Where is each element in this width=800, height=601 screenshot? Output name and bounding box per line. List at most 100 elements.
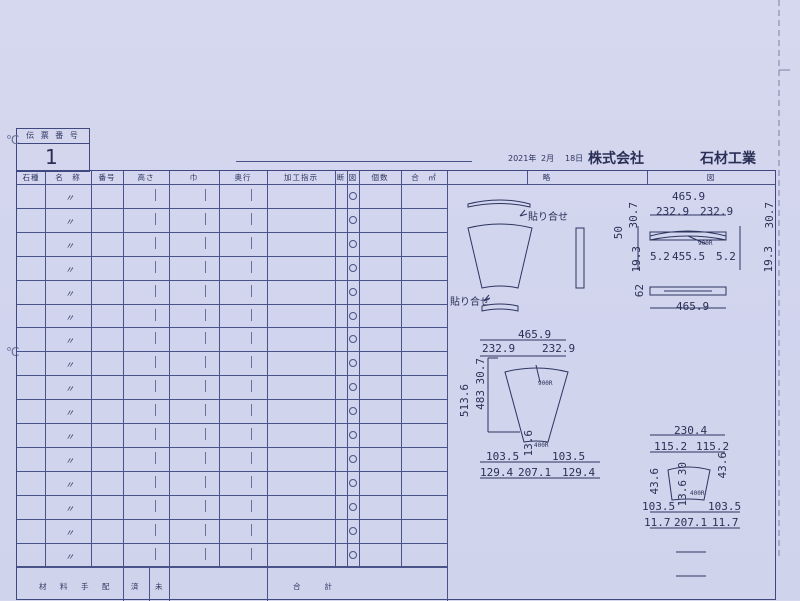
col-height: 高さ xyxy=(137,173,155,182)
decimal-marker xyxy=(251,260,252,273)
row-name-ditto[interactable]: 〃 xyxy=(65,194,75,204)
fig1-bottom-h: 62 xyxy=(633,284,646,298)
date-year: 2021年 xyxy=(508,154,537,163)
row-divider xyxy=(17,423,447,424)
decimal-marker xyxy=(205,236,206,249)
decimal-marker xyxy=(205,332,206,345)
fig2-right1: 103.5 xyxy=(552,450,586,463)
decimal-marker xyxy=(205,380,206,393)
fig1-right-v2: 19.3 xyxy=(762,246,775,273)
row-name-ditto[interactable]: 〃 xyxy=(65,409,75,420)
row-divider xyxy=(17,566,447,568)
row-name-ditto[interactable]: 〃 xyxy=(65,456,75,467)
cross-section-circle-icon xyxy=(349,192,357,200)
row-divider xyxy=(17,542,447,544)
col-sketch: 略 xyxy=(542,173,552,182)
decimal-marker xyxy=(155,284,156,297)
decimal-marker xyxy=(251,284,252,297)
cross-section-circle-icon xyxy=(349,311,357,320)
fig3-right1: 103.5 xyxy=(708,500,742,513)
cross-section-circle-icon xyxy=(349,263,357,272)
row-divider xyxy=(17,303,447,305)
decimal-marker xyxy=(205,451,206,464)
cross-section-circle-icon xyxy=(349,287,357,296)
decimal-marker xyxy=(205,475,206,488)
cross-section-circle-icon xyxy=(349,383,357,392)
row-divider xyxy=(17,375,447,377)
row-name-ditto[interactable]: 〃 xyxy=(65,361,75,372)
decimal-marker xyxy=(155,356,156,369)
row-name-ditto[interactable]: 〃 xyxy=(65,217,75,228)
row-name-ditto[interactable]: 〃 xyxy=(65,313,75,324)
row-name-ditto[interactable]: 〃 xyxy=(65,504,75,515)
cross-section-circle-icon xyxy=(349,431,357,439)
row-name-ditto[interactable]: 〃 xyxy=(65,552,75,563)
col-cross-section: 断 図 xyxy=(336,173,358,182)
col-total: 合 ㎡ xyxy=(411,173,437,182)
fig3-top-total: 230.4 xyxy=(674,424,708,437)
slip-number-box: 伝 票 番 号 1 xyxy=(16,128,90,172)
row-divider xyxy=(17,399,447,401)
col-drawing: 図 xyxy=(706,173,716,182)
company-name: 石材工業 xyxy=(700,151,756,167)
sum-label: 合 計 xyxy=(293,582,335,591)
fig3-v-left: 43.6 xyxy=(648,468,661,495)
fig3-v-small: 13.6 xyxy=(676,480,689,507)
row-name-ditto[interactable]: 〃 xyxy=(65,337,75,348)
decimal-marker xyxy=(251,451,252,464)
row-name-ditto[interactable]: 〃 xyxy=(65,289,75,300)
decimal-marker xyxy=(155,380,156,393)
cross-section-circle-icon xyxy=(349,478,357,487)
decimal-marker xyxy=(251,308,252,321)
decimal-marker xyxy=(205,428,206,440)
col-name: 名 称 xyxy=(55,173,81,182)
decimal-marker xyxy=(205,356,206,369)
decimal-marker xyxy=(155,212,156,225)
decimal-marker xyxy=(155,189,156,201)
decimal-marker xyxy=(251,236,252,249)
fig1-mid: 5.2 xyxy=(650,250,670,263)
row-name-ditto[interactable]: 〃 xyxy=(65,241,75,252)
paste-label-bottom: 貼り合せ xyxy=(450,297,490,308)
fig3-b-right: 11.7 xyxy=(712,516,739,529)
decimal-marker xyxy=(155,308,156,321)
binder-ring-icon: ℃ xyxy=(6,133,20,147)
fig3-radius: 400R xyxy=(690,490,705,497)
row-name-ditto[interactable]: 〃 xyxy=(65,528,75,539)
row-name-ditto[interactable]: 〃 xyxy=(65,433,75,443)
slip-number-value[interactable]: 1 xyxy=(45,145,58,169)
cross-section-circle-icon xyxy=(349,239,357,248)
decimal-marker xyxy=(155,332,156,345)
company-suffix: 株式会社 xyxy=(588,151,644,167)
decimal-marker xyxy=(205,547,206,560)
fig2-top-total: 465.9 xyxy=(518,328,552,341)
decimal-marker xyxy=(155,475,156,488)
cross-section-circle-icon xyxy=(349,502,357,511)
decimal-marker xyxy=(251,404,252,417)
fig1-mid-right: 5.2 xyxy=(716,250,736,263)
cross-section-circle-icon xyxy=(349,454,357,463)
not-done-label[interactable]: 未 xyxy=(155,582,166,591)
fig1-bottom-total: 465.9 xyxy=(676,300,710,313)
decimal-marker xyxy=(251,523,252,536)
cross-section-circle-icon xyxy=(349,526,357,535)
row-name-ditto[interactable]: 〃 xyxy=(65,480,75,491)
row-divider xyxy=(17,470,447,472)
done-label[interactable]: 済 xyxy=(131,582,142,591)
decimal-marker xyxy=(251,475,252,488)
row-divider xyxy=(17,518,447,520)
decimal-marker xyxy=(155,260,156,273)
fig1-height: 50 xyxy=(612,226,625,240)
row-divider xyxy=(17,494,447,496)
decimal-marker xyxy=(205,189,206,201)
row-name-ditto[interactable]: 〃 xyxy=(65,265,75,276)
fig1-radius: 900R xyxy=(698,240,713,247)
row-name-ditto[interactable]: 〃 xyxy=(65,385,75,396)
fig2-b-left: 129.4 xyxy=(480,466,514,479)
fig1-right-v1: 30.7 xyxy=(763,202,776,229)
fig2-radius-bottom: 400R xyxy=(534,442,549,449)
cross-section-circle-icon xyxy=(349,550,357,559)
decimal-marker xyxy=(205,523,206,536)
date-day: 18日 xyxy=(565,154,584,163)
fig2-v-top: 30.7 xyxy=(474,358,487,385)
